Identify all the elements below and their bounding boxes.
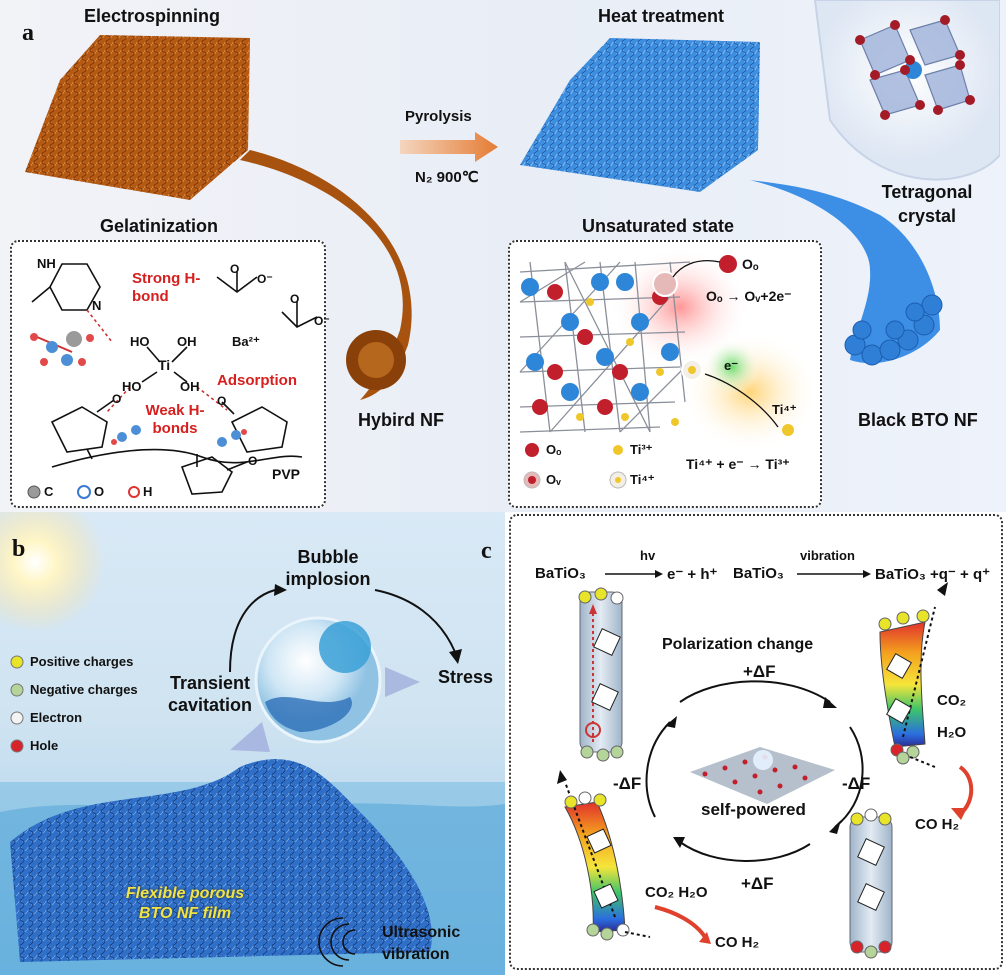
unsaturated-state-title: Unsaturated state: [582, 216, 735, 236]
oxygen-vacancy-reaction: Oₒ → Oᵥ+2e⁻: [706, 288, 792, 304]
n-label: N: [92, 298, 102, 313]
legend-negative-charges: Negative charges: [30, 682, 138, 697]
co-h2-label-left: CO H₂: [715, 934, 760, 951]
eq2-vibration: vibration: [800, 548, 855, 563]
legend-hole: Hole: [30, 738, 59, 753]
electrospinning-title: Electrospinning: [84, 6, 221, 26]
panel-b-label: b: [12, 536, 26, 562]
pyrolysis-label: Pyrolysis: [405, 108, 472, 125]
ti-reduction-reaction: Ti⁴⁺ + e⁻ → Ti³⁺: [686, 456, 790, 472]
tetragonal-crystal-label: Tetragonal crystal: [881, 182, 973, 226]
oh-bottom-label: OH: [180, 379, 200, 394]
pvp-o-bottom: O: [248, 454, 258, 468]
polarization-cycle-illustration: [557, 570, 974, 959]
polarization-change-label: Polarization change: [662, 636, 814, 653]
panel-c: c: [481, 512, 1006, 975]
oo-label: Oₒ: [742, 256, 759, 272]
plus-delta-f-bottom: +ΔF: [741, 874, 774, 893]
ho-top-label: HO: [130, 334, 150, 349]
eq2-right: BaTiO₃ +q⁻ + q⁺: [875, 566, 991, 583]
film-label: Flexible porous BTO NF film: [125, 885, 245, 922]
weak-hbonds-label: Weak H-bonds: [145, 402, 205, 437]
panel-a-label: a: [22, 20, 34, 46]
panel-b: b Bubble implosion Transient cavitation …: [0, 512, 505, 975]
pvp-label: PVP: [272, 466, 301, 482]
co2-h2o-label-left: CO₂ H₂O: [645, 884, 708, 901]
legend-h: H: [143, 484, 153, 499]
barium-ion-label: Ba²⁺: [232, 334, 260, 349]
legend-positive-charges: Positive charges: [30, 654, 134, 669]
hybird-nf-label: Hybird NF: [358, 410, 445, 430]
legend-c: C: [44, 484, 54, 499]
n2-temperature-label: N₂ 900℃: [415, 169, 479, 186]
adsorption-label: Adsorption: [217, 372, 297, 389]
black-bto-nf-illustration: [520, 0, 1000, 366]
hybrid-nf-illustration: [25, 35, 412, 400]
panel-c-label: c: [481, 538, 492, 564]
legend-ti4: Ti⁴⁺: [630, 472, 655, 487]
eq1-hv: hv: [640, 548, 656, 563]
cavitation-illustration: [0, 512, 505, 975]
lattice-illustration: [519, 247, 820, 489]
electron-label: e⁻: [724, 358, 739, 373]
legend-electron: Electron: [30, 710, 83, 725]
ti-label: Ti: [158, 357, 171, 373]
strong-hbond-label: Strong H-bond: [132, 270, 201, 305]
heat-treatment-title: Heat treatment: [598, 6, 725, 26]
minus-delta-f-left: -ΔF: [613, 774, 642, 793]
nh-label: NH: [37, 256, 56, 271]
acetate-o-top: O: [230, 262, 240, 276]
co-h2-label-right: CO H₂: [915, 816, 960, 833]
panel-a: a Electrospinning Heat treatment Pyrolys…: [0, 0, 1006, 512]
gelatinization-box: NH N Strong H-bond O O⁻ O O⁻ Ba²⁺ HO OH …: [10, 240, 330, 508]
black-bto-nf-label: Black BTO NF: [858, 410, 978, 430]
legend-o: O: [94, 484, 105, 499]
pyrolysis-arrow: [400, 132, 498, 162]
minus-delta-f-right: -ΔF: [842, 774, 871, 793]
legend-ti3: Ti³⁺: [630, 442, 653, 457]
pvp-o-right: O: [217, 394, 227, 408]
transient-cavitation-label: Transient cavitation: [167, 673, 253, 715]
pvp-o-left: O: [112, 392, 122, 406]
acetate-o-minus-2: O⁻: [314, 314, 330, 328]
unsaturated-state-box: Oₒ Oₒ → Oᵥ+2e⁻ e⁻ Ti⁴⁺ Oₒ Ti³⁺ Oᵥ Ti⁴⁺ T…: [508, 240, 822, 508]
gelatinization-title: Gelatinization: [100, 216, 219, 236]
self-powered-label: self-powered: [701, 800, 806, 819]
legend-oo: Oₒ: [546, 442, 562, 457]
ti4-label: Ti⁴⁺: [772, 402, 797, 417]
h2o-label-right: H₂O: [937, 724, 967, 741]
ultrasonic-vibration-label: Ultrasonic vibration: [382, 924, 461, 963]
eq1-right: e⁻ + h⁺: [667, 566, 718, 583]
acetate-o-minus-1: O⁻: [257, 272, 273, 286]
oh-top-label: OH: [177, 334, 197, 349]
plus-delta-f-top: +ΔF: [743, 662, 776, 681]
stress-label: Stress: [438, 667, 494, 687]
bubble-implosion-label: Bubble implosion: [285, 547, 371, 589]
acetate-o-top-2: O: [290, 292, 300, 306]
co2-label-right: CO₂: [937, 692, 967, 709]
gelatinization-structures: [27, 263, 318, 499]
legend-ov: Oᵥ: [546, 472, 561, 487]
eq2-left: BaTiO₃: [733, 565, 784, 582]
panel-c-box: [509, 514, 1003, 970]
ho-bottom-label: HO: [122, 379, 142, 394]
eq1-left: BaTiO₃: [535, 565, 586, 582]
